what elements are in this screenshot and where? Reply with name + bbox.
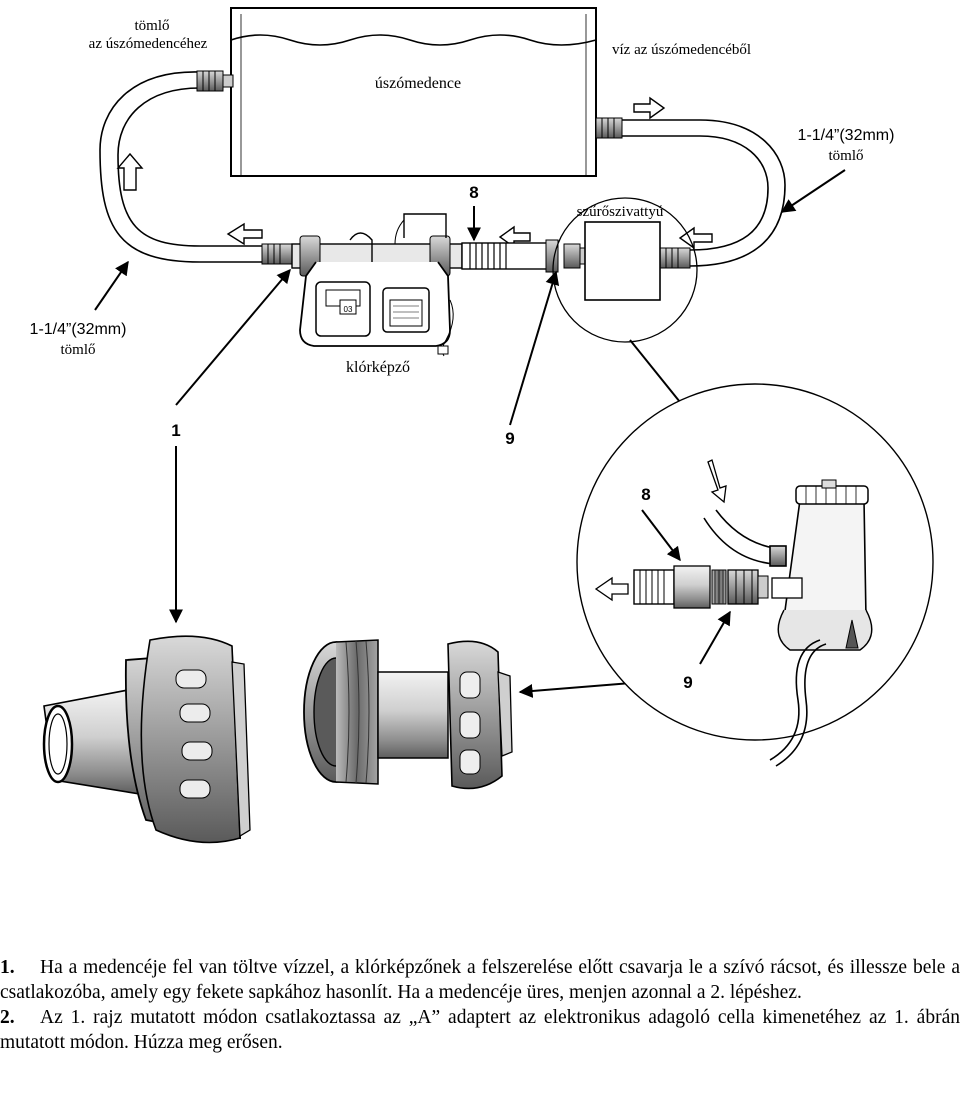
- pointer-arrows: [94, 169, 846, 698]
- pool-label: úszómedence: [375, 75, 461, 92]
- chlorinator-unit: 03: [291, 213, 463, 357]
- arrow-hose-left: [94, 260, 129, 311]
- arrow-hose-right: [780, 169, 846, 213]
- fitting-chlorinator-out: [261, 243, 293, 265]
- instruction-step-text: Az 1. rajz mutatott módon csatlakoztassa…: [0, 1007, 960, 1053]
- hose-to-pool-label-line1: tömlő: [134, 18, 169, 34]
- part-8-label-top: 8: [469, 183, 478, 202]
- hose-right: [620, 119, 786, 267]
- filter-pump-box: [584, 221, 661, 301]
- part-8-label-detail: 8: [641, 485, 650, 504]
- hose-right-label: tömlő: [828, 148, 863, 164]
- hose-size-left-label: 1-1/4”(32mm): [30, 321, 127, 338]
- installation-diagram: úszómedence: [30, 7, 934, 844]
- instruction-step-2: 2.Az 1. rajz mutatott módon csatlakoztas…: [0, 1005, 960, 1055]
- detail-pointer-arrows: [641, 509, 731, 665]
- detail-circle-large: [576, 383, 934, 741]
- arrow-to-detail: [629, 339, 689, 414]
- fitting-pool-inlet: [196, 70, 234, 92]
- part-9-label-detail: 9: [683, 673, 692, 692]
- flow-arrows: [116, 96, 713, 250]
- flow-arrow-left-icon: [226, 222, 263, 246]
- detail-flow-arrow-down-icon: [707, 459, 727, 504]
- arrow-part-9-main: [509, 270, 560, 426]
- arrow-part-8-detail: [641, 509, 681, 562]
- fitting-pool-outlet: [595, 117, 623, 139]
- hose-segment-8: [461, 239, 589, 273]
- flow-arrow-left-icon-2: [678, 226, 713, 250]
- detail-flow-arrow-left-icon: [594, 576, 629, 602]
- hose-left-label: tömlő: [60, 342, 95, 358]
- hose-to-pool-label-line2: az úszómedencéhez: [89, 36, 208, 52]
- instruction-step-number: 2.: [0, 1007, 15, 1028]
- hose-left: [99, 71, 272, 263]
- instruction-step-number: 1.: [0, 957, 15, 978]
- part-1-label: 1: [171, 421, 180, 440]
- part-9-label-main: 9: [505, 429, 514, 448]
- detail-circle-small: [552, 197, 698, 343]
- flow-arrow-up-icon: [116, 152, 144, 191]
- filter-pump-label: szűrőszivattyú: [577, 204, 664, 220]
- arrow-part-9-detail: [699, 610, 731, 665]
- fitting-pump-in: [659, 247, 691, 269]
- chlorinator-display-readout: 03: [344, 305, 353, 314]
- chlorinator-label: klórképző: [346, 359, 410, 376]
- flow-arrow-left-icon-3: [498, 225, 531, 249]
- flow-arrow-right-icon: [633, 96, 666, 120]
- arrow-part-1-top: [175, 268, 291, 406]
- hose-size-right-label: 1-1/4”(32mm): [798, 127, 895, 144]
- instruction-step-text: Ha a medencéje fel van töltve vízzel, a …: [0, 957, 960, 1003]
- instructions: 1.Ha a medencéje fel van töltve vízzel, …: [0, 955, 960, 1055]
- detail-inlet-hose: [703, 509, 787, 567]
- pool-tank: [230, 7, 597, 177]
- detail-outlet-assembly: [633, 565, 803, 609]
- adapter-part-9: [303, 639, 513, 790]
- adapter-part-1: [42, 635, 251, 844]
- detail-filter-pump: [769, 479, 873, 767]
- instruction-step-1: 1.Ha a medencéje fel van töltve vízzel, …: [0, 955, 960, 1005]
- water-from-pool-label: víz az úszómedencéből: [612, 42, 751, 58]
